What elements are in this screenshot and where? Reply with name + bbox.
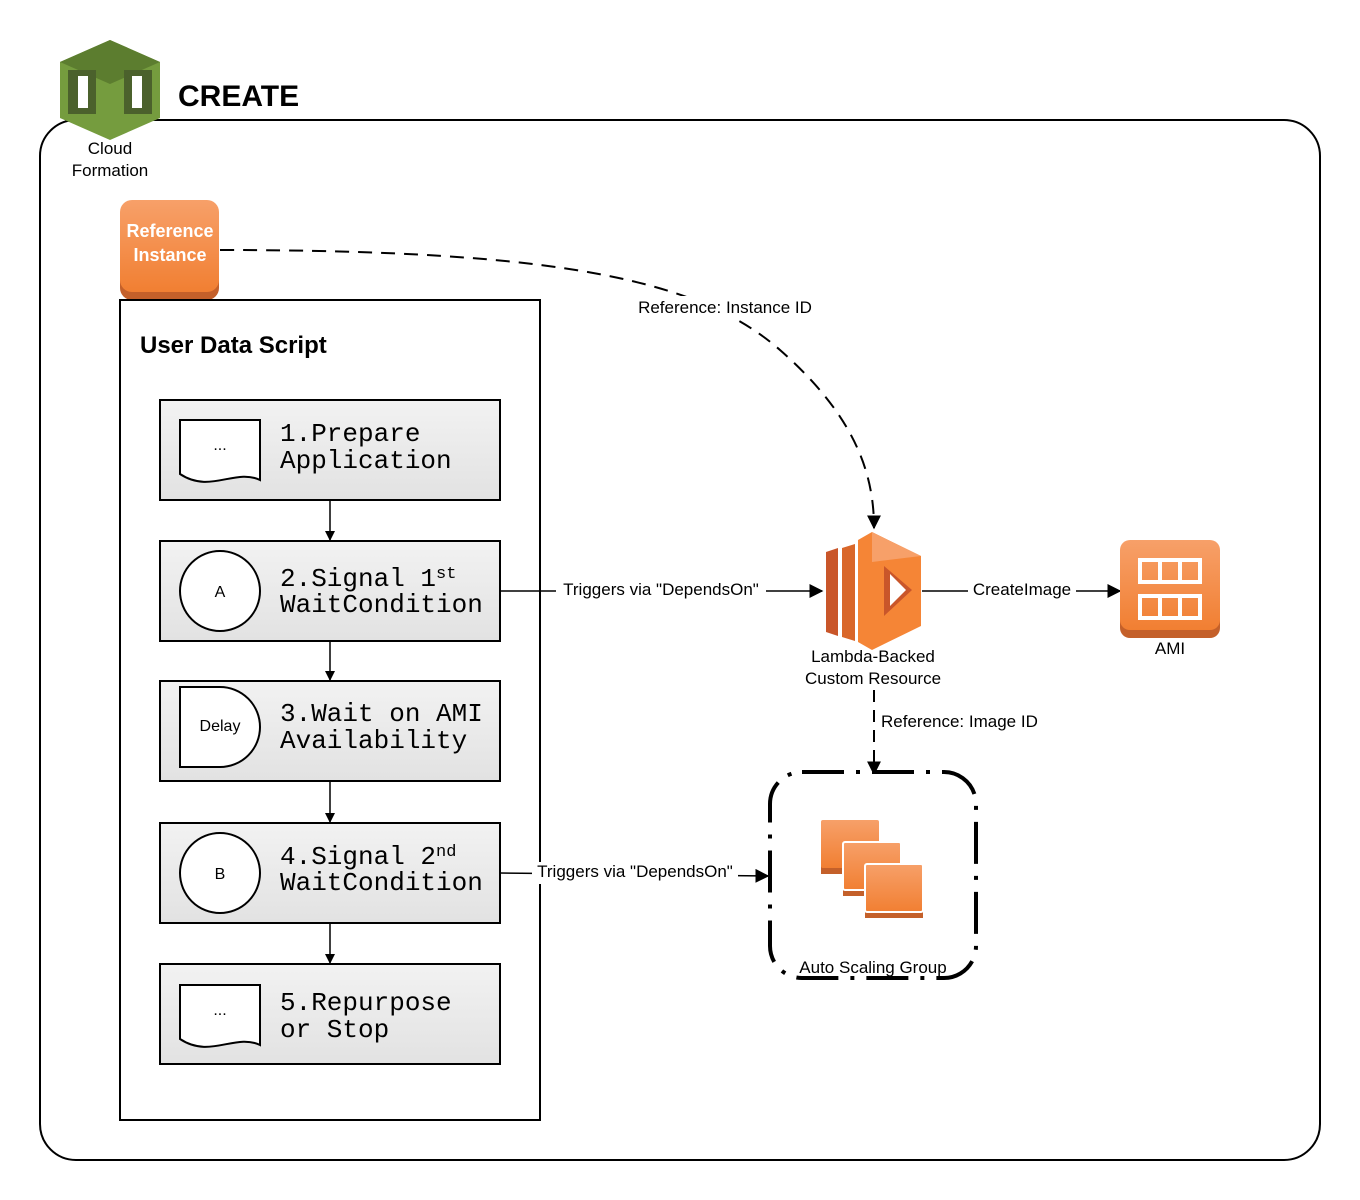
delay-icon [179, 686, 261, 768]
step-line1: 2.Signal 1st [280, 564, 456, 594]
ec2-instances-icon[interactable] [821, 820, 924, 918]
step-symbol: ... [213, 437, 226, 454]
step-symbol: Delay [200, 718, 241, 735]
step-symbol: A [215, 584, 226, 601]
step-line1: 1.Prepare [280, 419, 420, 449]
auto-scaling-group-label: Auto Scaling Group [799, 958, 946, 977]
page-title: CREATE [178, 80, 299, 113]
instance-id-edge-label: Reference: Instance ID [638, 298, 812, 317]
step-line1-sup: nd [436, 843, 456, 862]
step-line1-main: 2.Signal 1 [280, 564, 436, 594]
lambda-label-line1: Lambda-Backed [811, 647, 935, 666]
connector-a-icon [179, 550, 261, 632]
connector-b-icon [179, 832, 261, 914]
step-line2: Application [280, 446, 452, 476]
cloudformation-label-line2: Formation [72, 161, 149, 180]
step-repurpose-or-stop[interactable]: ... 5.Repurpose or Stop [159, 963, 501, 1065]
create-image-label: CreateImage [973, 580, 1071, 599]
step-line1: 4.Signal 2nd [280, 842, 456, 872]
document-icon [179, 984, 261, 1048]
lambda-icon[interactable] [826, 532, 921, 650]
step-symbol: ... [213, 1002, 226, 1019]
step-line1: 3.Wait on AMI [280, 699, 483, 729]
document-icon [179, 419, 261, 483]
step-symbol: B [215, 866, 226, 883]
triggers-depends-on-label-2: Triggers via "DependsOn" [537, 862, 733, 881]
step-line2: Availability [280, 726, 467, 756]
step-line2: WaitCondition [280, 868, 483, 898]
step-prepare-application[interactable]: ... 1.Prepare Application [159, 399, 501, 501]
step-line2: WaitCondition [280, 590, 483, 620]
step-signal-second-waitcondition[interactable]: B 4.Signal 2nd WaitCondition [159, 822, 501, 924]
step-line1: 5.Repurpose [280, 988, 452, 1018]
reference-instance-line1: Reference [126, 221, 213, 241]
step-wait-on-ami-availability[interactable]: Delay 3.Wait on AMI Availability [159, 680, 501, 782]
step-signal-first-waitcondition[interactable]: A 2.Signal 1st WaitCondition [159, 540, 501, 642]
cloudformation-label-line1: Cloud [88, 139, 132, 158]
instance-id-edge [219, 249, 881, 530]
user-data-script-title: User Data Script [140, 332, 327, 359]
ami-icon[interactable] [1120, 540, 1220, 638]
step-line1-sup: st [436, 565, 456, 584]
cloudformation-icon [60, 40, 160, 140]
step-line1-main: 4.Signal 2 [280, 842, 436, 872]
reference-instance-node[interactable]: Reference Instance [120, 200, 219, 300]
triggers-depends-on-label-1: Triggers via "DependsOn" [563, 580, 759, 599]
image-id-edge-label: Reference: Image ID [881, 712, 1038, 731]
lambda-label-line2: Custom Resource [805, 669, 941, 688]
reference-instance-line2: Instance [133, 245, 206, 265]
step-line2: or Stop [280, 1015, 389, 1045]
ami-label: AMI [1155, 639, 1185, 658]
